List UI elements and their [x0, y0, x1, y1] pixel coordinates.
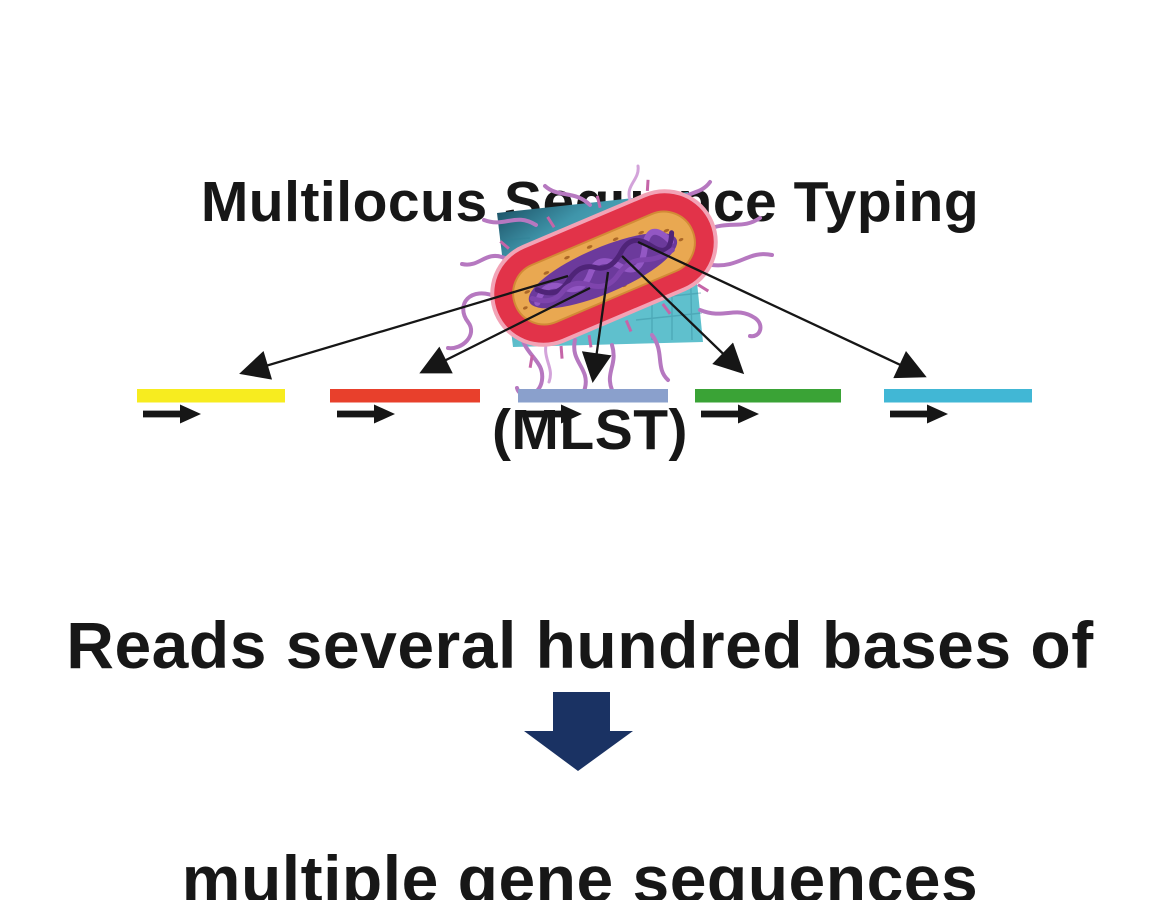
- description-line-2: multiple gene sequences: [181, 842, 979, 900]
- primer-arrow-icon-2: [337, 404, 395, 424]
- primer-arrow-icon-1: [143, 404, 201, 424]
- gene-bar-1: [137, 389, 285, 403]
- bacterium-illustration: [446, 164, 774, 401]
- description-text: Reads several hundred bases of multiple …: [0, 450, 1160, 900]
- title-line-2: (MLST): [491, 398, 689, 462]
- pointer-arrow-gene-5: [637, 240, 927, 379]
- gene-bar-4: [695, 389, 841, 403]
- gene-bar-2: [330, 389, 480, 403]
- gene-bars: [137, 389, 1032, 403]
- gene-pointer-arrows: [239, 240, 927, 383]
- pointer-arrow-gene-2: [419, 286, 591, 374]
- description-line-1: Reads several hundred bases of: [66, 608, 1094, 682]
- gene-bar-5: [884, 389, 1032, 403]
- down-arrow-icon: [524, 692, 633, 771]
- primer-arrow-icon-4: [701, 404, 759, 424]
- pili-spikes: [499, 179, 710, 369]
- primer-arrow-icon-5: [890, 404, 948, 424]
- primer-arrow-icon-3: [524, 404, 582, 424]
- primer-arrows: [143, 404, 948, 424]
- gene-bar-3: [518, 389, 668, 403]
- conclusion-text: Performs allele analysis: [12, 782, 1160, 900]
- pointer-arrow-gene-3: [581, 271, 612, 383]
- pointer-arrow-gene-4: [621, 255, 745, 375]
- cell-body: [490, 179, 718, 369]
- pointer-arrow-gene-1: [239, 274, 569, 380]
